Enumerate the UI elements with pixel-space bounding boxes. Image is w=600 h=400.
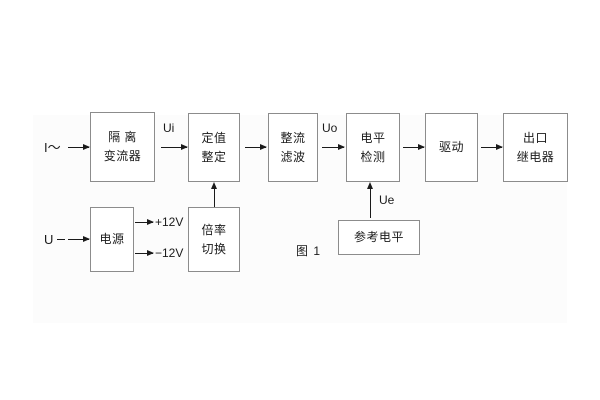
block-ratio-switch-line2: 切换 xyxy=(201,241,227,256)
block-drive: 驱动 xyxy=(425,113,478,182)
arrow-rectify-to-level xyxy=(322,144,345,150)
block-output-relay-line1: 出口 xyxy=(522,130,548,145)
signal-ue-label: Ue xyxy=(379,193,395,207)
arrow-setting-to-rectify xyxy=(245,144,267,150)
arrow-isolation-to-setting xyxy=(161,144,188,150)
block-isolation-ct-line1: 隔 离 xyxy=(108,130,137,145)
signal-ui-label: Ui xyxy=(163,121,175,135)
arrow-drive-to-output xyxy=(481,144,503,150)
block-drive-line1: 驱动 xyxy=(438,140,464,155)
block-output-relay: 出口 继电器 xyxy=(503,113,568,182)
input-voltage-label: U xyxy=(44,232,54,247)
block-level-detect-line2: 检测 xyxy=(360,149,386,164)
input-current-label: I～ xyxy=(44,140,61,155)
arrow-level-to-drive xyxy=(403,144,425,150)
block-setting-line1: 定值 xyxy=(201,130,227,145)
block-output-relay-line2: 继电器 xyxy=(516,149,555,164)
block-level-detect: 电平 检测 xyxy=(346,113,400,182)
figure-caption: 图 1 xyxy=(296,244,322,258)
block-ratio-switch-line1: 倍率 xyxy=(201,222,227,237)
block-level-detect-line1: 电平 xyxy=(360,130,386,145)
block-setting: 定值 整定 xyxy=(188,113,240,182)
block-power-supply-line1: 电源 xyxy=(99,232,125,247)
arrow-power-neg12v xyxy=(135,250,154,256)
block-rectify-filter-line2: 滤波 xyxy=(280,149,306,164)
block-isolation-ct-line2: 变流器 xyxy=(103,149,142,163)
block-reference-level: 参考电平 xyxy=(338,220,420,255)
block-setting-line2: 整定 xyxy=(201,149,227,164)
arrow-ratio-to-setting xyxy=(211,182,217,207)
signal-neg12v-label: −12V xyxy=(155,246,184,260)
block-rectify-filter-line1: 整流 xyxy=(280,130,306,145)
arrow-reference-to-level xyxy=(367,182,373,218)
arrow-input-to-power xyxy=(68,236,90,242)
signal-pos12v-label: +12V xyxy=(155,215,184,229)
block-ratio-switch: 倍率 切换 xyxy=(188,207,240,272)
arrow-power-pos12v xyxy=(135,219,154,225)
block-isolation-ct: 隔 离 变流器 xyxy=(90,112,155,182)
arrow-input-to-isolation xyxy=(68,144,90,150)
lead-voltage-dash xyxy=(57,239,65,240)
block-reference-level-line1: 参考电平 xyxy=(353,230,404,245)
signal-uo-label: Uo xyxy=(322,121,338,135)
block-power-supply: 电源 xyxy=(90,207,134,272)
block-rectify-filter: 整流 滤波 xyxy=(268,113,318,182)
